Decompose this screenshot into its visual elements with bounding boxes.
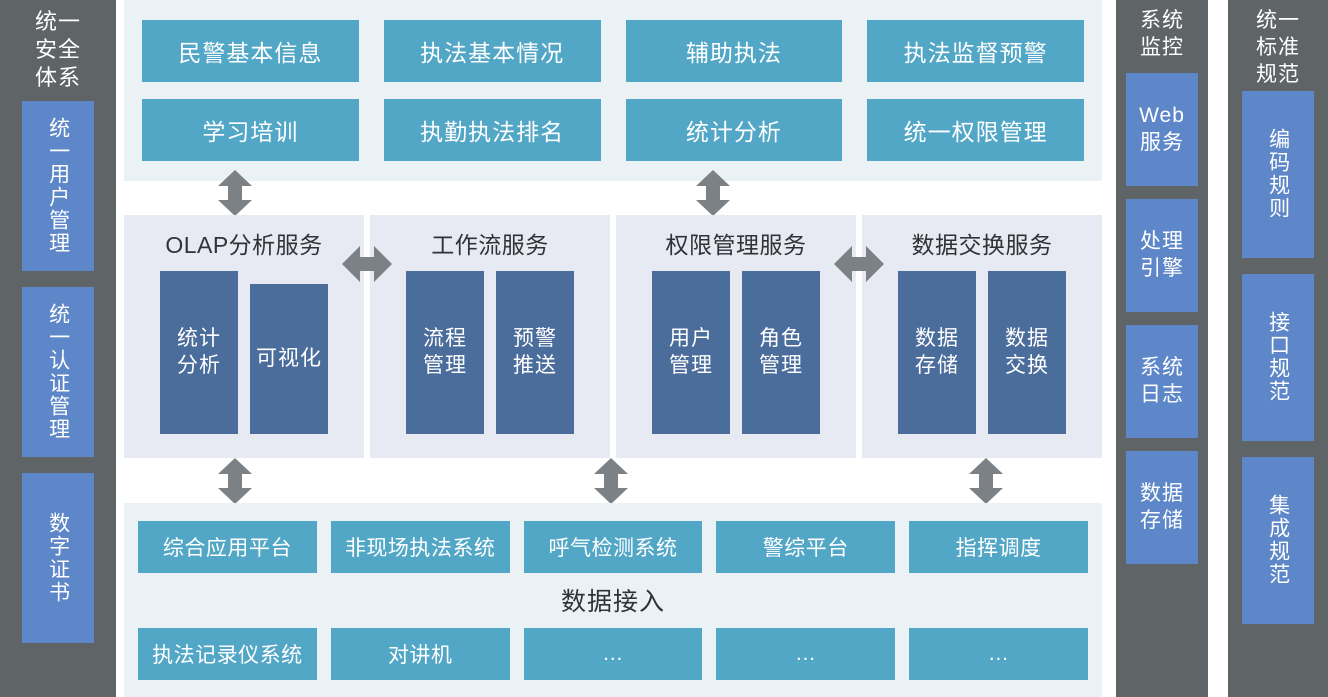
- data-source-police-integrated-platform[interactable]: 警综平台: [716, 521, 896, 573]
- service-panel-title-workflow: 工作流服务: [431, 232, 549, 258]
- data-source-command-dispatch[interactable]: 指挥调度: [909, 521, 1088, 573]
- security-item-unified-auth-management[interactable]: 统一认证管理: [22, 287, 94, 458]
- application-tile-grid: 民警基本信息 执法基本情况 辅助执法 执法监督预警 学习培训 执勤执法排名 统计…: [142, 20, 1084, 161]
- service-box-group: 用户 管理 角色 管理: [652, 271, 820, 443]
- security-system-title: 统一 安全 体系: [34, 9, 81, 91]
- monitor-item-processing-engine[interactable]: 处理 引擎: [1126, 198, 1198, 312]
- service-layer: OLAP分析服务 统计 分析 可视化 工作流服务 流程 管理 预警 推送 权限管…: [124, 215, 1102, 458]
- service-box-process-management[interactable]: 流程 管理: [406, 271, 484, 434]
- double-arrow-vertical-icon: [218, 170, 252, 216]
- app-tile-unified-permission-management[interactable]: 统一权限管理: [867, 99, 1084, 161]
- app-tile-enforcement-basics[interactable]: 执法基本情况: [383, 20, 601, 82]
- standard-item-interface-spec[interactable]: 接口规范: [1242, 273, 1314, 441]
- data-source-row-bottom: 执法记录仪系统 对讲机 … … …: [138, 628, 1088, 680]
- system-monitoring-column: 系统 监控 Web 服务 处理 引擎 系统 日志 数据 存储: [1116, 0, 1208, 697]
- service-box-statistical-analysis[interactable]: 统计 分析: [160, 271, 238, 434]
- service-box-group: 统计 分析 可视化: [160, 271, 328, 443]
- monitor-item-web-service[interactable]: Web 服务: [1126, 72, 1198, 186]
- data-source-breath-test-system[interactable]: 呼气检测系统: [523, 521, 703, 573]
- service-box-role-management[interactable]: 角色 管理: [742, 271, 820, 434]
- service-panel-workflow: 工作流服务 流程 管理 预警 推送: [370, 215, 610, 458]
- monitor-item-system-log[interactable]: 系统 日志: [1126, 324, 1198, 438]
- monitor-item-data-storage[interactable]: 数据 存储: [1126, 450, 1198, 564]
- standard-item-coding-rules[interactable]: 编码规则: [1242, 90, 1314, 258]
- application-layer: 民警基本信息 执法基本情况 辅助执法 执法监督预警 学习培训 执勤执法排名 统计…: [124, 0, 1102, 181]
- double-arrow-horizontal-icon: [834, 246, 884, 282]
- data-source-integrated-app-platform[interactable]: 综合应用平台: [138, 521, 317, 573]
- app-tile-enforcement-supervision-alert[interactable]: 执法监督预警: [867, 20, 1084, 82]
- data-source-walkie-talkie[interactable]: 对讲机: [330, 628, 510, 680]
- service-box-user-management[interactable]: 用户 管理: [652, 271, 730, 434]
- service-panel-title-data-exchange: 数据交换服务: [911, 232, 1053, 258]
- system-monitoring-title: 系统 监控: [1140, 9, 1184, 59]
- service-panel-olap: OLAP分析服务 统计 分析 可视化: [124, 215, 364, 458]
- double-arrow-vertical-icon: [696, 170, 730, 216]
- double-arrow-horizontal-icon: [342, 246, 392, 282]
- security-system-column: 统一 安全 体系 统一用户管理 统一认证管理 数字证书: [0, 0, 116, 697]
- service-panel-data-exchange: 数据交换服务 数据 存储 数据 交换: [862, 215, 1102, 458]
- data-source-non-onsite-enforcement-system[interactable]: 非现场执法系统: [330, 521, 510, 573]
- data-source-row-top: 综合应用平台 非现场执法系统 呼气检测系统 警综平台 指挥调度: [138, 521, 1088, 573]
- app-tile-police-basic-info[interactable]: 民警基本信息: [142, 20, 359, 82]
- data-access-layer: 综合应用平台 非现场执法系统 呼气检测系统 警综平台 指挥调度 数据接入 执法记…: [124, 503, 1102, 697]
- double-arrow-vertical-icon: [969, 458, 1003, 504]
- service-box-data-storage[interactable]: 数据 存储: [898, 271, 976, 434]
- data-source-placeholder-3[interactable]: …: [909, 628, 1088, 680]
- security-item-digital-certificate[interactable]: 数字证书: [22, 473, 94, 644]
- double-arrow-vertical-icon: [218, 458, 252, 504]
- service-panel-permission: 权限管理服务 用户 管理 角色 管理: [616, 215, 856, 458]
- service-box-visualization[interactable]: 可视化: [250, 284, 328, 434]
- service-box-group: 数据 存储 数据 交换: [898, 271, 1066, 443]
- data-source-law-enforcement-recorder-system[interactable]: 执法记录仪系统: [138, 628, 317, 680]
- unified-standard-title: 统一 标准 规范: [1256, 9, 1300, 86]
- center-stack: 民警基本信息 执法基本情况 辅助执法 执法监督预警 学习培训 执勤执法排名 统计…: [124, 0, 1102, 697]
- service-panel-title-permission: 权限管理服务: [665, 232, 807, 258]
- app-tile-statistical-analysis[interactable]: 统计分析: [625, 99, 843, 161]
- security-item-unified-user-management[interactable]: 统一用户管理: [22, 101, 94, 272]
- service-box-alert-push[interactable]: 预警 推送: [496, 271, 574, 434]
- service-box-group: 流程 管理 预警 推送: [406, 271, 574, 443]
- unified-standard-column: 统一 标准 规范 编码规则 接口规范 集成规范: [1228, 0, 1328, 697]
- app-tile-assisted-enforcement[interactable]: 辅助执法: [625, 20, 843, 82]
- app-tile-duty-enforcement-ranking[interactable]: 执勤执法排名: [383, 99, 601, 161]
- standard-item-integration-spec[interactable]: 集成规范: [1242, 456, 1314, 624]
- app-tile-study-training[interactable]: 学习培训: [142, 99, 359, 161]
- data-source-placeholder-2[interactable]: …: [716, 628, 896, 680]
- data-access-label: 数据接入: [560, 588, 665, 616]
- service-box-data-exchange[interactable]: 数据 交换: [988, 271, 1066, 434]
- double-arrow-vertical-icon: [594, 458, 628, 504]
- data-source-placeholder-1[interactable]: …: [523, 628, 703, 680]
- service-panel-title-olap: OLAP分析服务: [165, 232, 323, 258]
